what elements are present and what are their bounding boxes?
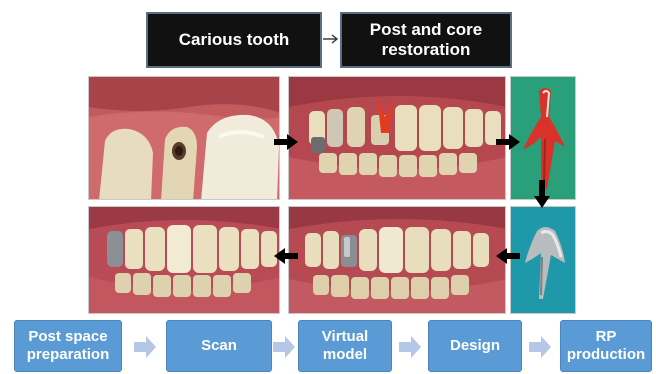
carious-tooth-photo (88, 76, 280, 200)
step-rp-production: RP production (560, 320, 652, 372)
step-design: Design (428, 320, 522, 372)
right-arrow-icon (322, 32, 340, 46)
post-cemented-photo (288, 76, 506, 200)
post-and-core-restoration-label: Post and core restoration (340, 12, 512, 68)
chevron-right-icon (134, 336, 156, 358)
metal-post-try-in-photo (288, 206, 506, 314)
arrow-right-icon (496, 134, 520, 150)
arrow-down-icon (534, 180, 550, 208)
arrow-left-icon (274, 248, 298, 264)
step-scan: Scan (166, 320, 272, 372)
chevron-right-icon (273, 336, 295, 358)
chevron-right-icon (399, 336, 421, 358)
carious-tooth-label: Carious tooth (146, 12, 322, 68)
step-virtual-model: Virtual model (298, 320, 392, 372)
arrow-right-icon (274, 134, 298, 150)
chevron-right-icon (529, 336, 551, 358)
final-restoration-photo (88, 206, 280, 314)
arrow-left-icon (496, 248, 520, 264)
step-post-space-preparation: Post space preparation (14, 320, 122, 372)
